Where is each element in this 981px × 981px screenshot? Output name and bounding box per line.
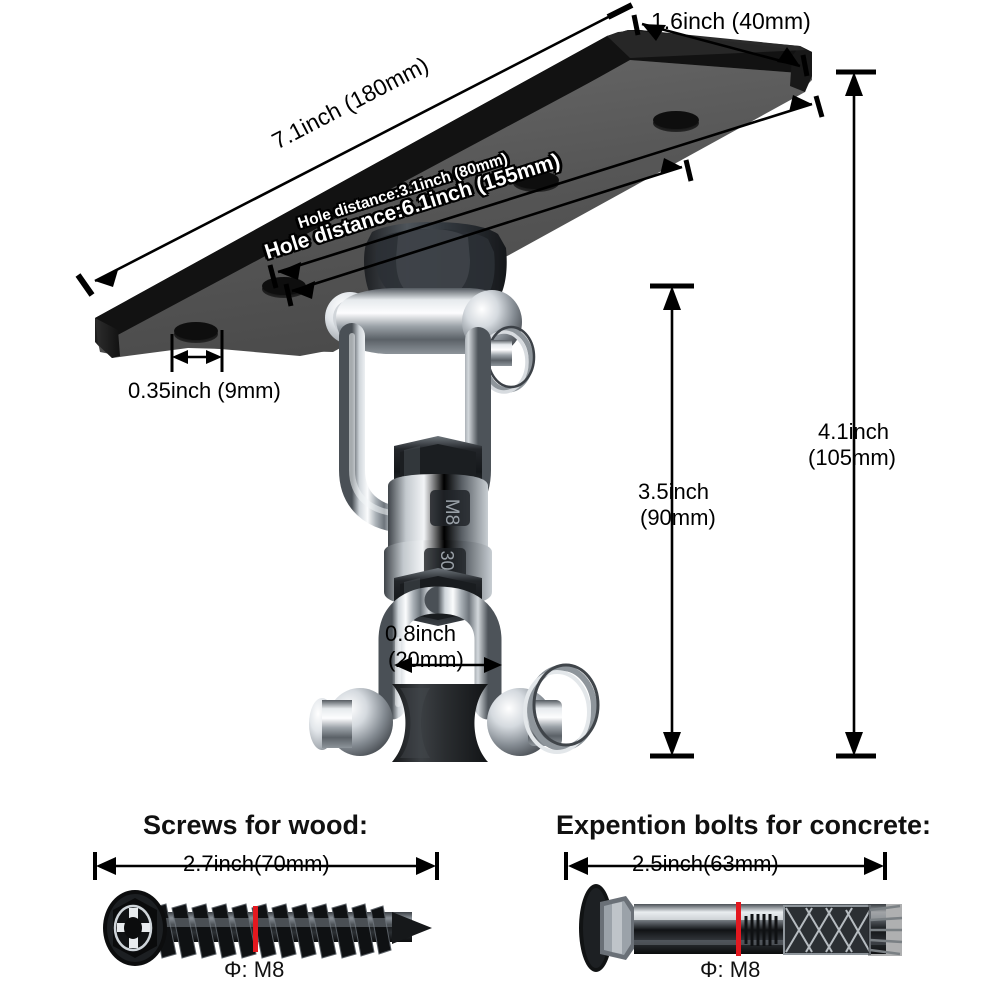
dim-hole-diameter bbox=[170, 330, 224, 372]
split-ring-lower bbox=[523, 663, 600, 754]
dim-label-height-total: 4.1inch bbox=[818, 419, 889, 444]
heading-screws-for-wood: Screws for wood: bbox=[143, 810, 369, 840]
dimension-lines bbox=[75, 2, 887, 880]
dim-height-mid bbox=[650, 283, 694, 759]
dim-label-plate-width: 1.6inch (40mm) bbox=[651, 8, 811, 34]
heading-expansion-bolts-for-concrete: Expention bolts for concrete: bbox=[556, 810, 932, 840]
cast-swivel-bracket bbox=[325, 222, 536, 394]
dim-label-bolt-length: 2.5inch(63mm) bbox=[632, 851, 779, 876]
dim-label-hole-diameter: 0.35inch (9mm) bbox=[128, 378, 281, 403]
dim-label-height-mid-mm: (90mm) bbox=[640, 505, 716, 530]
expansion-bolt-illustration bbox=[579, 884, 903, 972]
dim-hole-distance-short bbox=[283, 158, 694, 307]
dim-height-total bbox=[836, 69, 876, 759]
dim-plate-width bbox=[631, 14, 810, 77]
dim-bolt-length bbox=[564, 852, 887, 880]
dim-swivel-width bbox=[394, 657, 502, 673]
dim-label-height-total-mm: (105mm) bbox=[808, 445, 897, 470]
dim-screw-length bbox=[93, 852, 439, 880]
dim-label-swivel-width: 0.8inch bbox=[385, 621, 456, 646]
dim-hole-distance-long bbox=[267, 95, 825, 289]
dim-plate-length bbox=[75, 2, 634, 297]
label-bolt-thread: Φ: M8 bbox=[700, 957, 761, 981]
lower-shackle bbox=[309, 586, 600, 762]
wood-screw-illustration bbox=[103, 890, 432, 966]
dim-label-height-mid: 3.5inch bbox=[638, 479, 709, 504]
dim-label-screw-length: 2.7inch(70mm) bbox=[183, 851, 330, 876]
dim-label-swivel-width-mm: (20mm) bbox=[388, 647, 464, 672]
svg-text:M8: M8 bbox=[441, 499, 462, 525]
label-screw-thread: Φ: M8 bbox=[224, 957, 285, 981]
